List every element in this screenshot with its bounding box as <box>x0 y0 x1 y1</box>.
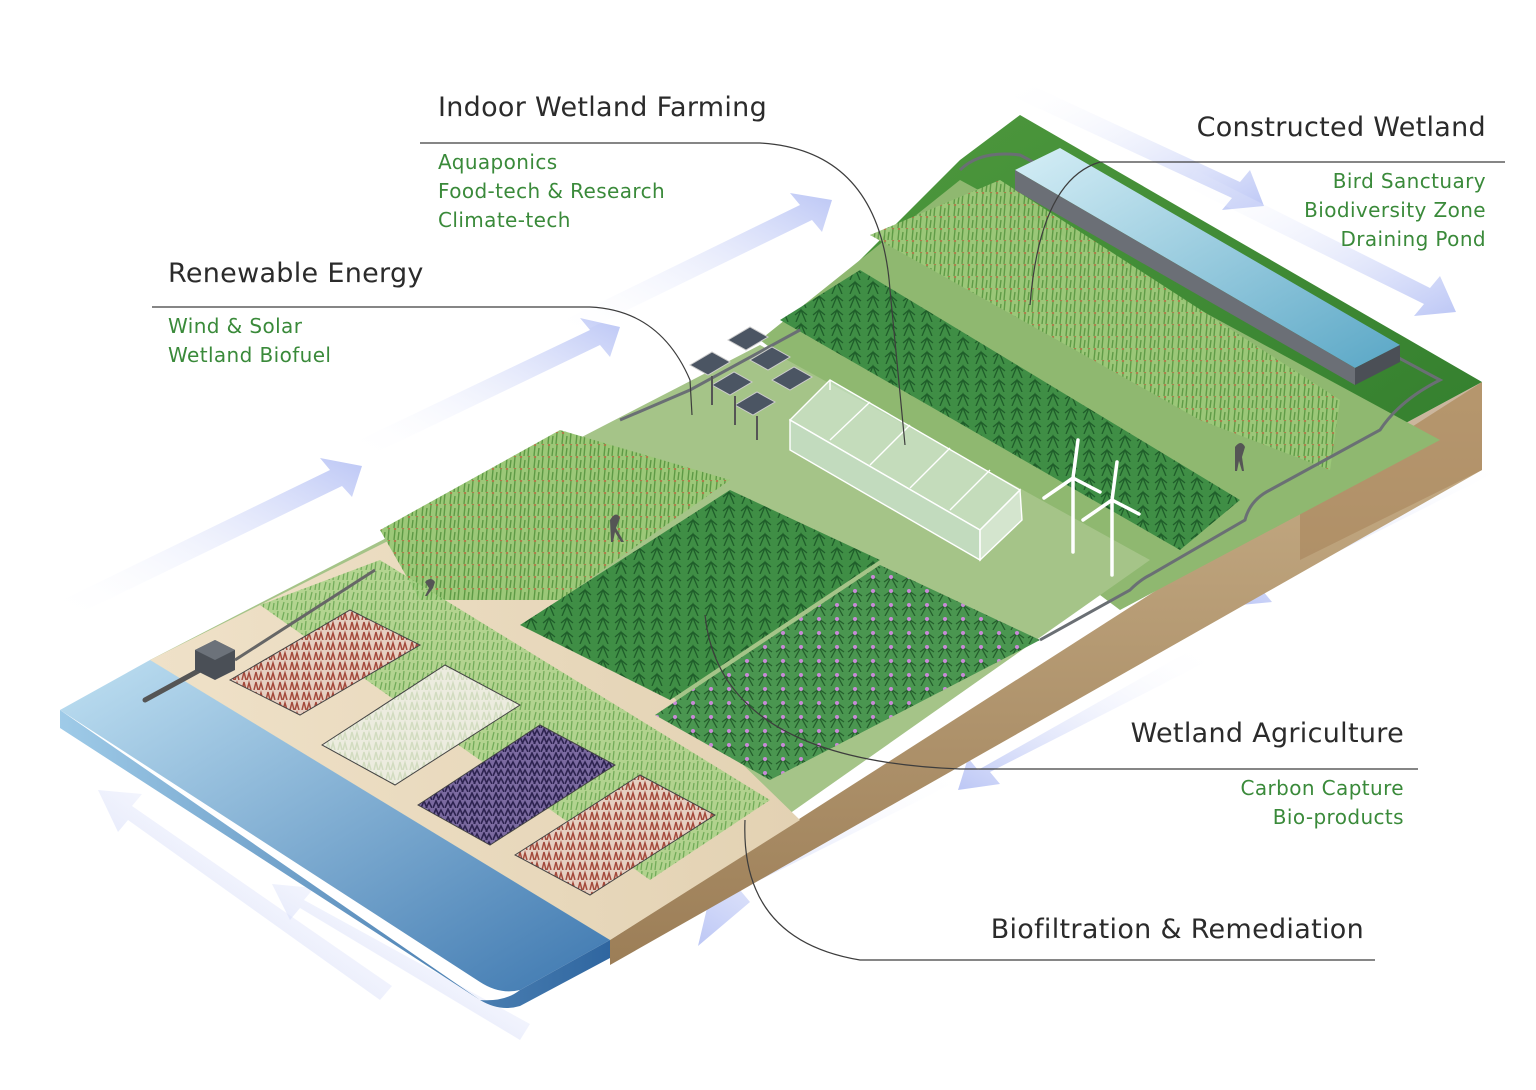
herons <box>425 443 1245 596</box>
greenhouse <box>788 379 1023 562</box>
draining-pond <box>1015 148 1400 385</box>
reed-bed-field <box>380 430 730 600</box>
wetland-agriculture-title: Wetland Agriculture <box>1130 718 1404 749</box>
constructed-wetland-callout: Constructed Wetland Bird Sanctuary Biodi… <box>1197 112 1486 254</box>
indoor-wetland-farming-title: Indoor Wetland Farming <box>438 92 768 123</box>
leader-lines <box>152 142 1505 961</box>
constructed-item-bird-sanctuary: Bird Sanctuary <box>1332 169 1486 193</box>
agriculture-item-bio-products: Bio-products <box>1272 805 1404 829</box>
pump-station <box>142 568 376 703</box>
indoor-wetland-farming-callout: Indoor Wetland Farming Aquaponics Food-t… <box>438 92 767 235</box>
biofiltration-plots <box>228 609 716 896</box>
biofiltration-callout: Biofiltration & Remediation <box>991 914 1364 945</box>
energy-item-biofuel: Wetland Biofuel <box>168 343 332 367</box>
energy-item-wind-solar: Wind & Solar <box>168 314 303 338</box>
indoor-item-aquaponics: Aquaponics <box>438 150 558 174</box>
constructed-item-draining-pond: Draining Pond <box>1340 227 1486 251</box>
indoor-item-food-tech: Food-tech & Research <box>438 179 666 203</box>
crop-field-middle <box>520 490 880 700</box>
constructed-wetland-field <box>870 180 1340 470</box>
indoor-item-climate-tech: Climate-tech <box>438 208 571 232</box>
wind-turbines <box>1042 438 1141 577</box>
renewable-energy-title: Renewable Energy <box>168 258 424 289</box>
renewable-energy-items: Wind & Solar Wetland Biofuel <box>168 312 424 370</box>
constructed-wetland-title: Constructed Wetland <box>1196 112 1486 143</box>
wetland-agriculture-callout: Wetland Agriculture Carbon Capture Bio-p… <box>1131 718 1404 832</box>
biofiltration-title: Biofiltration & Remediation <box>990 914 1364 945</box>
renewable-energy-callout: Renewable Energy Wind & Solar Wetland Bi… <box>168 258 424 370</box>
solar-panels <box>688 326 814 440</box>
wetland-agriculture-items: Carbon Capture Bio-products <box>1131 774 1404 832</box>
agriculture-item-carbon-capture: Carbon Capture <box>1240 776 1404 800</box>
constructed-wetland-items: Bird Sanctuary Biodiversity Zone Drainin… <box>1197 167 1486 254</box>
indoor-wetland-farming-items: Aquaponics Food-tech & Research Climate-… <box>438 148 767 235</box>
constructed-item-biodiversity-zone: Biodiversity Zone <box>1304 198 1486 222</box>
water-channel <box>60 660 610 1008</box>
lotus-field <box>655 565 1040 780</box>
